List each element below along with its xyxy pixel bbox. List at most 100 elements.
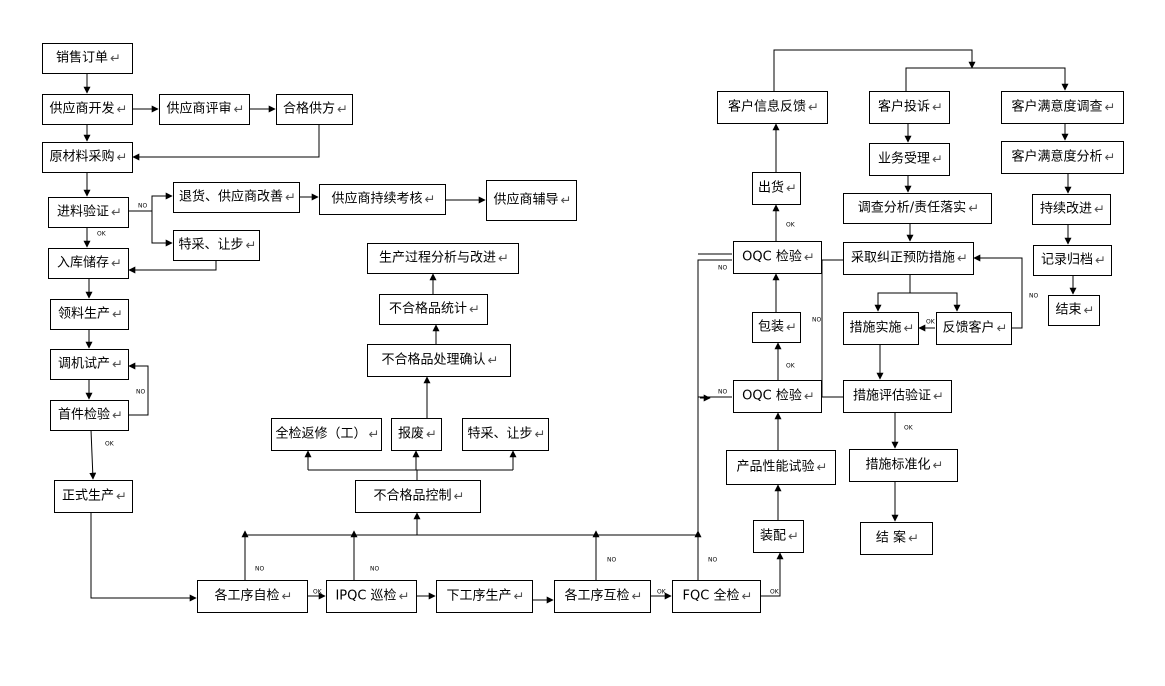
node-supplier-eval: 供应商评审↵ [159,94,250,125]
paragraph-mark: ↵ [282,590,293,605]
node-supplier-assess: 供应商持续考核↵ [319,184,446,215]
paragraph-mark: ↵ [111,206,122,221]
node-scrap: 报废↵ [391,418,442,451]
node-label: 原材料采购 [49,149,114,165]
edge-label-no: NO [607,557,616,564]
node-box [554,580,651,613]
node-box [50,349,129,380]
node-box [936,312,1012,345]
node-box [159,94,250,125]
node-label: 措施实施 [849,321,901,336]
paragraph-mark: ↵ [426,428,437,443]
node-rework: 全检返修（工）↵ [271,418,382,451]
node-label: 调查分析/责任落实 [858,201,966,216]
node-box [326,580,417,613]
node-box [752,312,801,343]
node-box [173,182,300,213]
node-label: 报废 [398,426,424,442]
node-label: 销售订单 [56,50,108,66]
node-label: 客户信息反馈 [728,99,806,115]
node-label: 领料生产 [58,307,110,322]
connector [760,552,784,597]
paragraph-mark: ↵ [535,428,546,443]
node-special-concession-1: 特采、让步↵ [173,230,260,261]
edge-label-ok: OK [786,222,796,229]
node-packing: 包装↵ [752,312,801,343]
node-nc-confirm: 不合格品处理确认↵ [367,344,511,377]
paragraph-mark: ↵ [111,257,122,272]
connector [151,211,173,247]
node-special-concession-2: 特采、让步↵ [462,418,549,451]
edge-label-ok: OK [657,589,667,596]
node-box [48,248,129,279]
node-corrective: 采取纠正预防措施↵ [843,242,974,275]
node-box [843,312,919,345]
node-label: IPQC 巡检 [335,589,396,604]
paragraph-mark: ↵ [1084,304,1095,319]
node-label: 装配 [760,529,786,544]
paragraph-mark: ↵ [112,358,123,373]
node-box [355,480,481,513]
node-box [48,197,129,228]
paragraph-mark: ↵ [234,103,245,118]
connector [910,292,961,312]
node-mutual-check: 各工序互检↵ [554,580,651,613]
paragraph-mark: ↵ [741,590,752,605]
node-investigate: 调查分析/责任落实↵ [843,193,992,224]
node-qualified-supplier: 合格供方↵ [276,94,353,125]
edge-label-ok: OK [97,231,107,238]
paragraph-mark: ↵ [110,52,121,67]
node-label: 客户满意度分析 [1011,149,1102,165]
node-first-piece: 首件检验↵ [50,400,129,431]
paragraph-mark: ↵ [117,103,128,118]
node-material-issue: 领料生产↵ [50,299,129,330]
paragraph-mark: ↵ [786,182,797,197]
connector-lines [83,49,1077,604]
node-box [276,94,353,125]
paragraph-mark: ↵ [808,101,819,116]
node-box [54,480,133,513]
node-label: 进料验证 [57,204,109,220]
node-label: 全检返修（工） [275,426,366,442]
paragraph-mark: ↵ [632,590,643,605]
node-label: 出货 [758,180,784,196]
paragraph-mark: ↵ [488,354,499,369]
node-label: OQC 检验 [742,249,802,265]
node-box [843,242,974,275]
connector [905,67,1069,91]
node-box [733,241,822,274]
node-box [869,143,950,176]
node-box [672,580,761,613]
paragraph-mark: ↵ [786,321,797,336]
paragraph-mark: ↵ [817,461,828,476]
node-box [717,91,828,124]
node-label: 供应商开发 [49,101,114,117]
node-box [1001,91,1124,124]
paragraph-mark: ↵ [425,193,436,208]
node-label: 结束 [1055,303,1081,318]
node-continuous-improve: 持续改进↵ [1032,194,1111,225]
node-box [379,294,488,325]
edge-label-ok: OK [786,363,796,370]
node-end: 结束↵ [1048,295,1100,326]
node-label: 各工序自检 [214,588,279,604]
paragraph-mark: ↵ [369,428,380,443]
node-label: 调机试产 [58,357,110,372]
node-standardize: 措施标准化↵ [849,449,958,482]
node-label: 正式生产 [62,489,114,504]
node-record: 记录归档↵ [1033,245,1112,276]
node-assembly: 装配↵ [753,520,804,553]
node-supplier-dev: 供应商开发↵ [42,94,133,125]
node-complaint: 客户投诉↵ [869,91,950,124]
node-box [753,520,804,553]
node-box [843,193,992,224]
node-sales-order: 销售订单↵ [42,43,133,74]
connector [128,362,149,416]
paragraph-mark: ↵ [932,153,943,168]
paragraph-mark: ↵ [112,409,123,424]
node-box [1048,295,1100,326]
node-box [462,418,549,451]
node-ipqc: IPQC 巡检↵ [326,580,417,613]
paragraph-mark: ↵ [337,103,348,118]
